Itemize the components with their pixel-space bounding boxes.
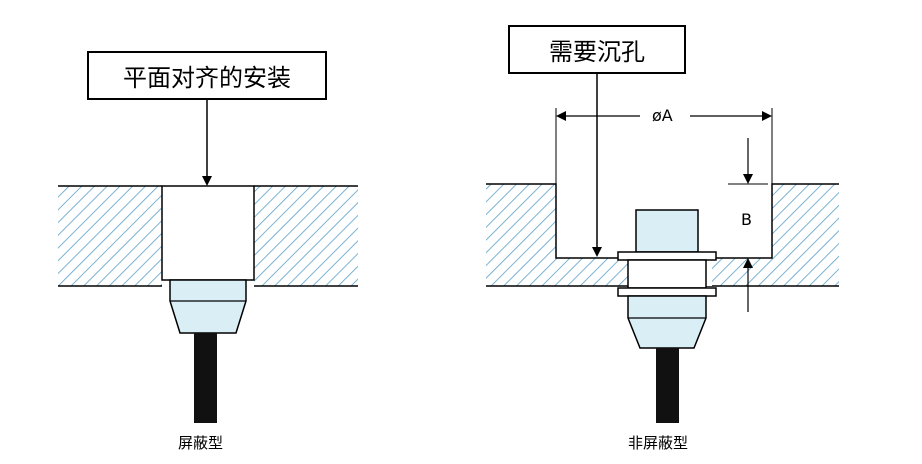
dimension-a-line bbox=[555, 108, 773, 184]
unshielded-callout-label: 需要沉孔 bbox=[508, 25, 686, 74]
right-sensor-cable bbox=[656, 348, 679, 423]
unshielded-diagram bbox=[486, 74, 839, 423]
left-sensor-head bbox=[169, 279, 247, 334]
dimension-b-label: B bbox=[739, 210, 754, 229]
shielded-callout-label: 平面对齐的安装 bbox=[87, 51, 327, 100]
left-mounting-plate bbox=[58, 185, 358, 287]
dimension-a-label: øA bbox=[650, 106, 675, 125]
dimension-b-line bbox=[728, 138, 768, 312]
unshielded-caption: 非屏蔽型 bbox=[628, 434, 689, 452]
left-sensor-cable bbox=[194, 333, 217, 423]
right-sensor-upper-nut bbox=[617, 251, 717, 261]
right-sensor-tail bbox=[627, 295, 707, 349]
shielded-caption: 屏蔽型 bbox=[178, 434, 224, 452]
right-sensor-lower-nut bbox=[617, 287, 717, 297]
right-sensor-thread bbox=[627, 259, 707, 289]
shielded-diagram bbox=[58, 100, 358, 423]
left-sensor-body bbox=[161, 185, 255, 281]
right-sensor-head bbox=[635, 209, 699, 253]
